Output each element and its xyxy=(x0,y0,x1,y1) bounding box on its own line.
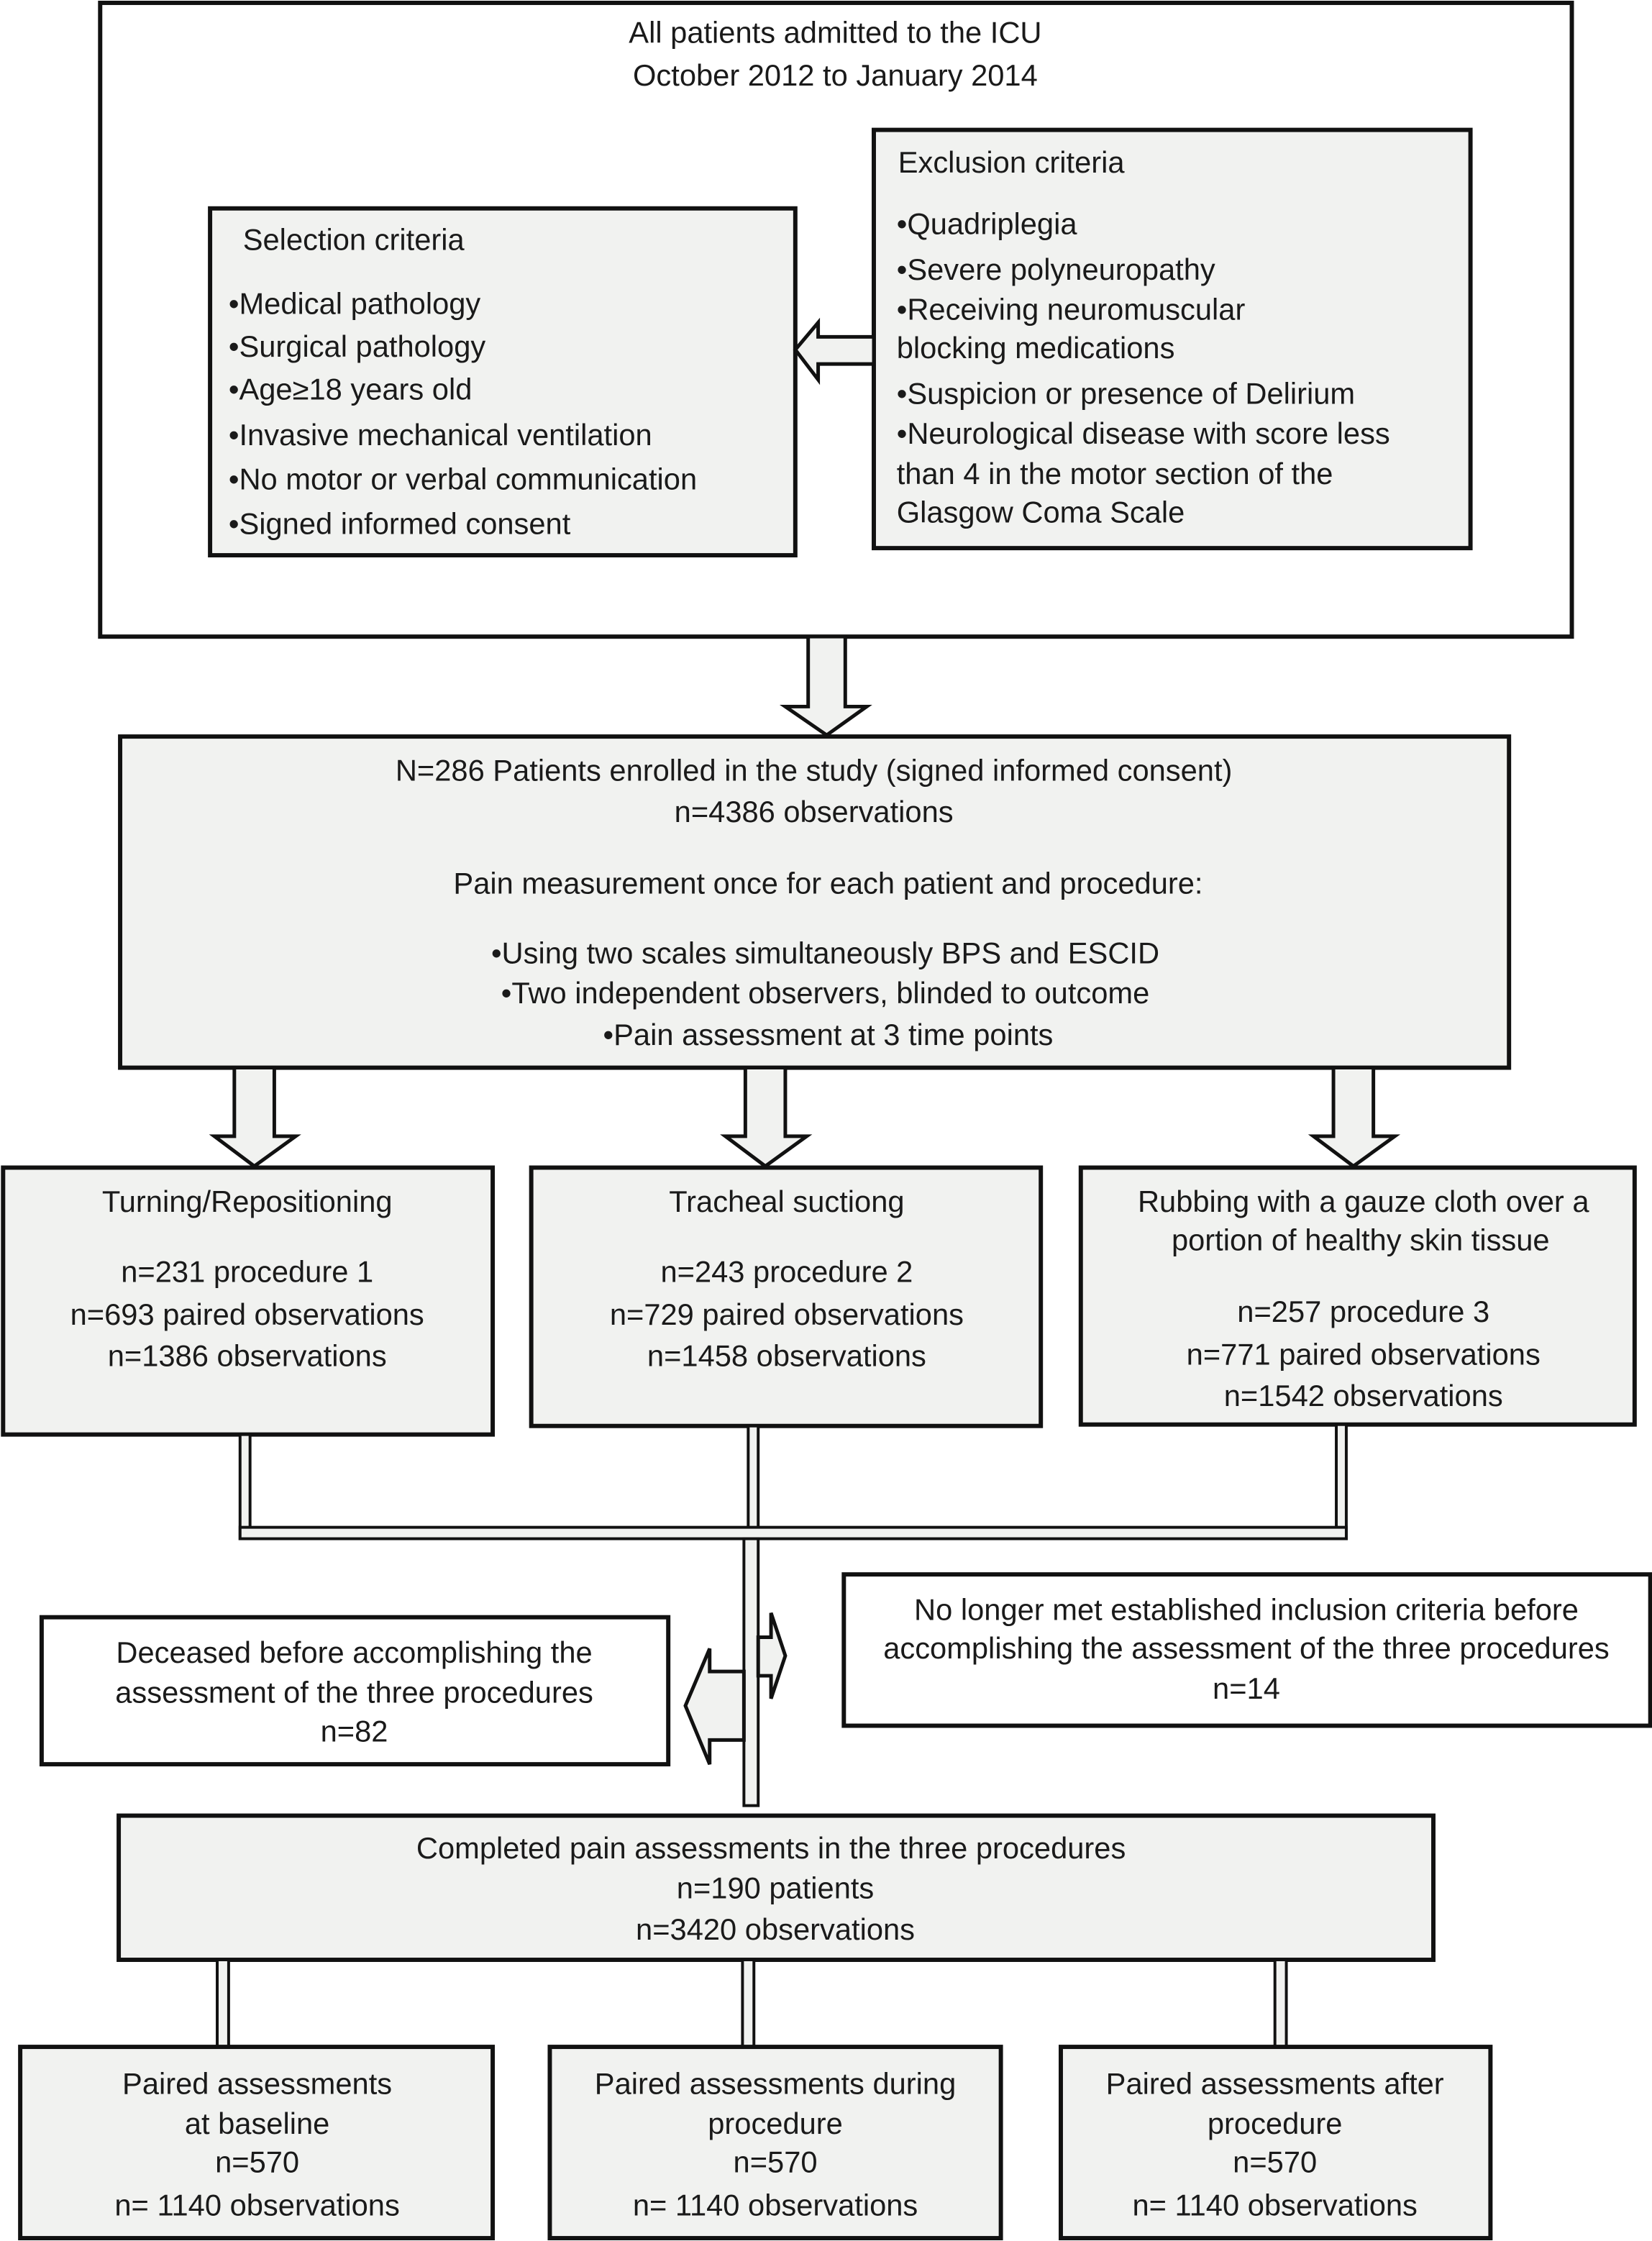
enrolled-box xyxy=(118,734,1512,1070)
no-longer-line: No longer met established inclusion crit… xyxy=(914,1593,1579,1627)
right-arrow-icon xyxy=(756,1612,788,1699)
icu-title-line: All patients admitted to the ICU xyxy=(629,16,1041,50)
paired-baseline-line: Paired assessments xyxy=(122,2067,392,2101)
exclusion-item: Glasgow Coma Scale xyxy=(897,495,1185,529)
deceased-line: n=82 xyxy=(321,1714,388,1748)
selection-item: •Signed informed consent xyxy=(229,506,571,540)
procedure-3-box xyxy=(1078,1165,1637,1427)
exclusion-criteria-box xyxy=(872,127,1473,551)
exclusion-item: blocking medications xyxy=(897,331,1175,365)
procedure-1-line: n=693 paired observations xyxy=(70,1297,424,1331)
down-arrow-icon xyxy=(779,634,872,738)
split-connector xyxy=(216,1958,1288,2049)
exclusion-item: •Severe polyneuropathy xyxy=(897,252,1215,286)
procedure-2-box xyxy=(529,1165,1044,1428)
procedure-3-line: n=1542 observations xyxy=(1224,1379,1503,1412)
paired-after-line: n= 1140 observations xyxy=(1132,2188,1417,2222)
procedure-2-line: n=729 paired observations xyxy=(610,1297,964,1331)
selection-title: Selection criteria xyxy=(243,222,465,256)
exclusion-item: •Receiving neuromuscular xyxy=(897,293,1246,327)
left-arrow-icon xyxy=(683,1648,746,1766)
paired-during-line: Paired assessments during xyxy=(595,2067,956,2101)
paired-during-box xyxy=(547,2045,1003,2241)
enrolled-line: •Pain assessment at 3 time points xyxy=(603,1018,1054,1051)
down-arrow-icon xyxy=(209,1066,301,1169)
procedure-3-line: n=771 paired observations xyxy=(1187,1337,1541,1371)
deceased-line: assessment of the three procedures xyxy=(115,1676,593,1710)
completed-line: n=3420 observations xyxy=(636,1912,915,1946)
paired-after-line: n=570 xyxy=(1233,2145,1317,2179)
selection-item: •Medical pathology xyxy=(229,287,481,321)
paired-after-line: Paired assessments after xyxy=(1106,2067,1444,2101)
left-arrow-icon xyxy=(793,317,876,385)
procedure-3-line: portion of healthy skin tissue xyxy=(1172,1223,1550,1257)
selection-item: •Age≥18 years old xyxy=(229,373,473,406)
enrolled-line: n=4386 observations xyxy=(675,795,954,829)
procedure-2-line: n=1458 observations xyxy=(647,1338,926,1372)
paired-baseline-line: at baseline xyxy=(185,2107,330,2140)
enrolled-line: Pain measurement once for each patient a… xyxy=(453,866,1203,900)
paired-baseline-line: n= 1140 observations xyxy=(114,2188,399,2222)
down-arrow-icon xyxy=(720,1066,813,1169)
selection-criteria-box xyxy=(208,206,798,558)
paired-during-line: n= 1140 observations xyxy=(633,2188,918,2222)
completed-box xyxy=(117,1813,1436,1962)
procedure-1-line: n=1386 observations xyxy=(108,1338,387,1372)
procedure-3-line: Rubbing with a gauze cloth over a xyxy=(1138,1185,1589,1218)
down-arrow-icon xyxy=(1308,1066,1401,1169)
paired-during-line: n=570 xyxy=(734,2145,818,2179)
paired-during-line: procedure xyxy=(708,2107,843,2140)
selection-item: •Surgical pathology xyxy=(229,329,485,363)
no-longer-line: n=14 xyxy=(1213,1671,1280,1705)
enrolled-line: N=286 Patients enrolled in the study (si… xyxy=(396,754,1233,788)
exclusion-item: •Suspicion or presence of Delirium xyxy=(897,377,1355,411)
procedure-2-line: Tracheal suctiong xyxy=(669,1185,904,1218)
paired-after-box xyxy=(1059,2045,1493,2241)
completed-line: Completed pain assessments in the three … xyxy=(416,1831,1126,1865)
exclusion-title: Exclusion criteria xyxy=(898,145,1126,179)
exclusion-item: •Neurological disease with score less xyxy=(897,416,1390,450)
procedure-1-line: Turning/Repositioning xyxy=(102,1185,393,1218)
enrolled-line: •Using two scales simultaneously BPS and… xyxy=(491,936,1159,970)
procedure-1-line: n=231 procedure 1 xyxy=(121,1254,373,1288)
exclusion-item: •Quadriplegia xyxy=(897,206,1078,240)
paired-after-line: procedure xyxy=(1208,2107,1343,2140)
selection-item: •No motor or verbal communication xyxy=(229,462,697,496)
paired-baseline-line: n=570 xyxy=(215,2145,299,2179)
exclusion-item: than 4 in the motor section of the xyxy=(897,457,1333,490)
paired-baseline-box xyxy=(18,2045,496,2241)
procedure-2-line: n=243 procedure 2 xyxy=(660,1254,913,1288)
completed-line: n=190 patients xyxy=(677,1871,874,1905)
selection-item: •Invasive mechanical ventilation xyxy=(229,418,652,452)
procedure-1-box xyxy=(1,1165,496,1437)
icu-title-line: October 2012 to January 2014 xyxy=(633,58,1038,92)
procedure-3-line: n=257 procedure 3 xyxy=(1237,1295,1489,1328)
no-longer-line: accomplishing the assessment of the thre… xyxy=(883,1631,1610,1665)
enrolled-line: •Two independent observers, blinded to o… xyxy=(501,976,1150,1010)
deceased-line: Deceased before accomplishing the xyxy=(116,1635,592,1669)
deceased-box xyxy=(39,1615,671,1767)
no-longer-eligible-box xyxy=(841,1572,1652,1728)
